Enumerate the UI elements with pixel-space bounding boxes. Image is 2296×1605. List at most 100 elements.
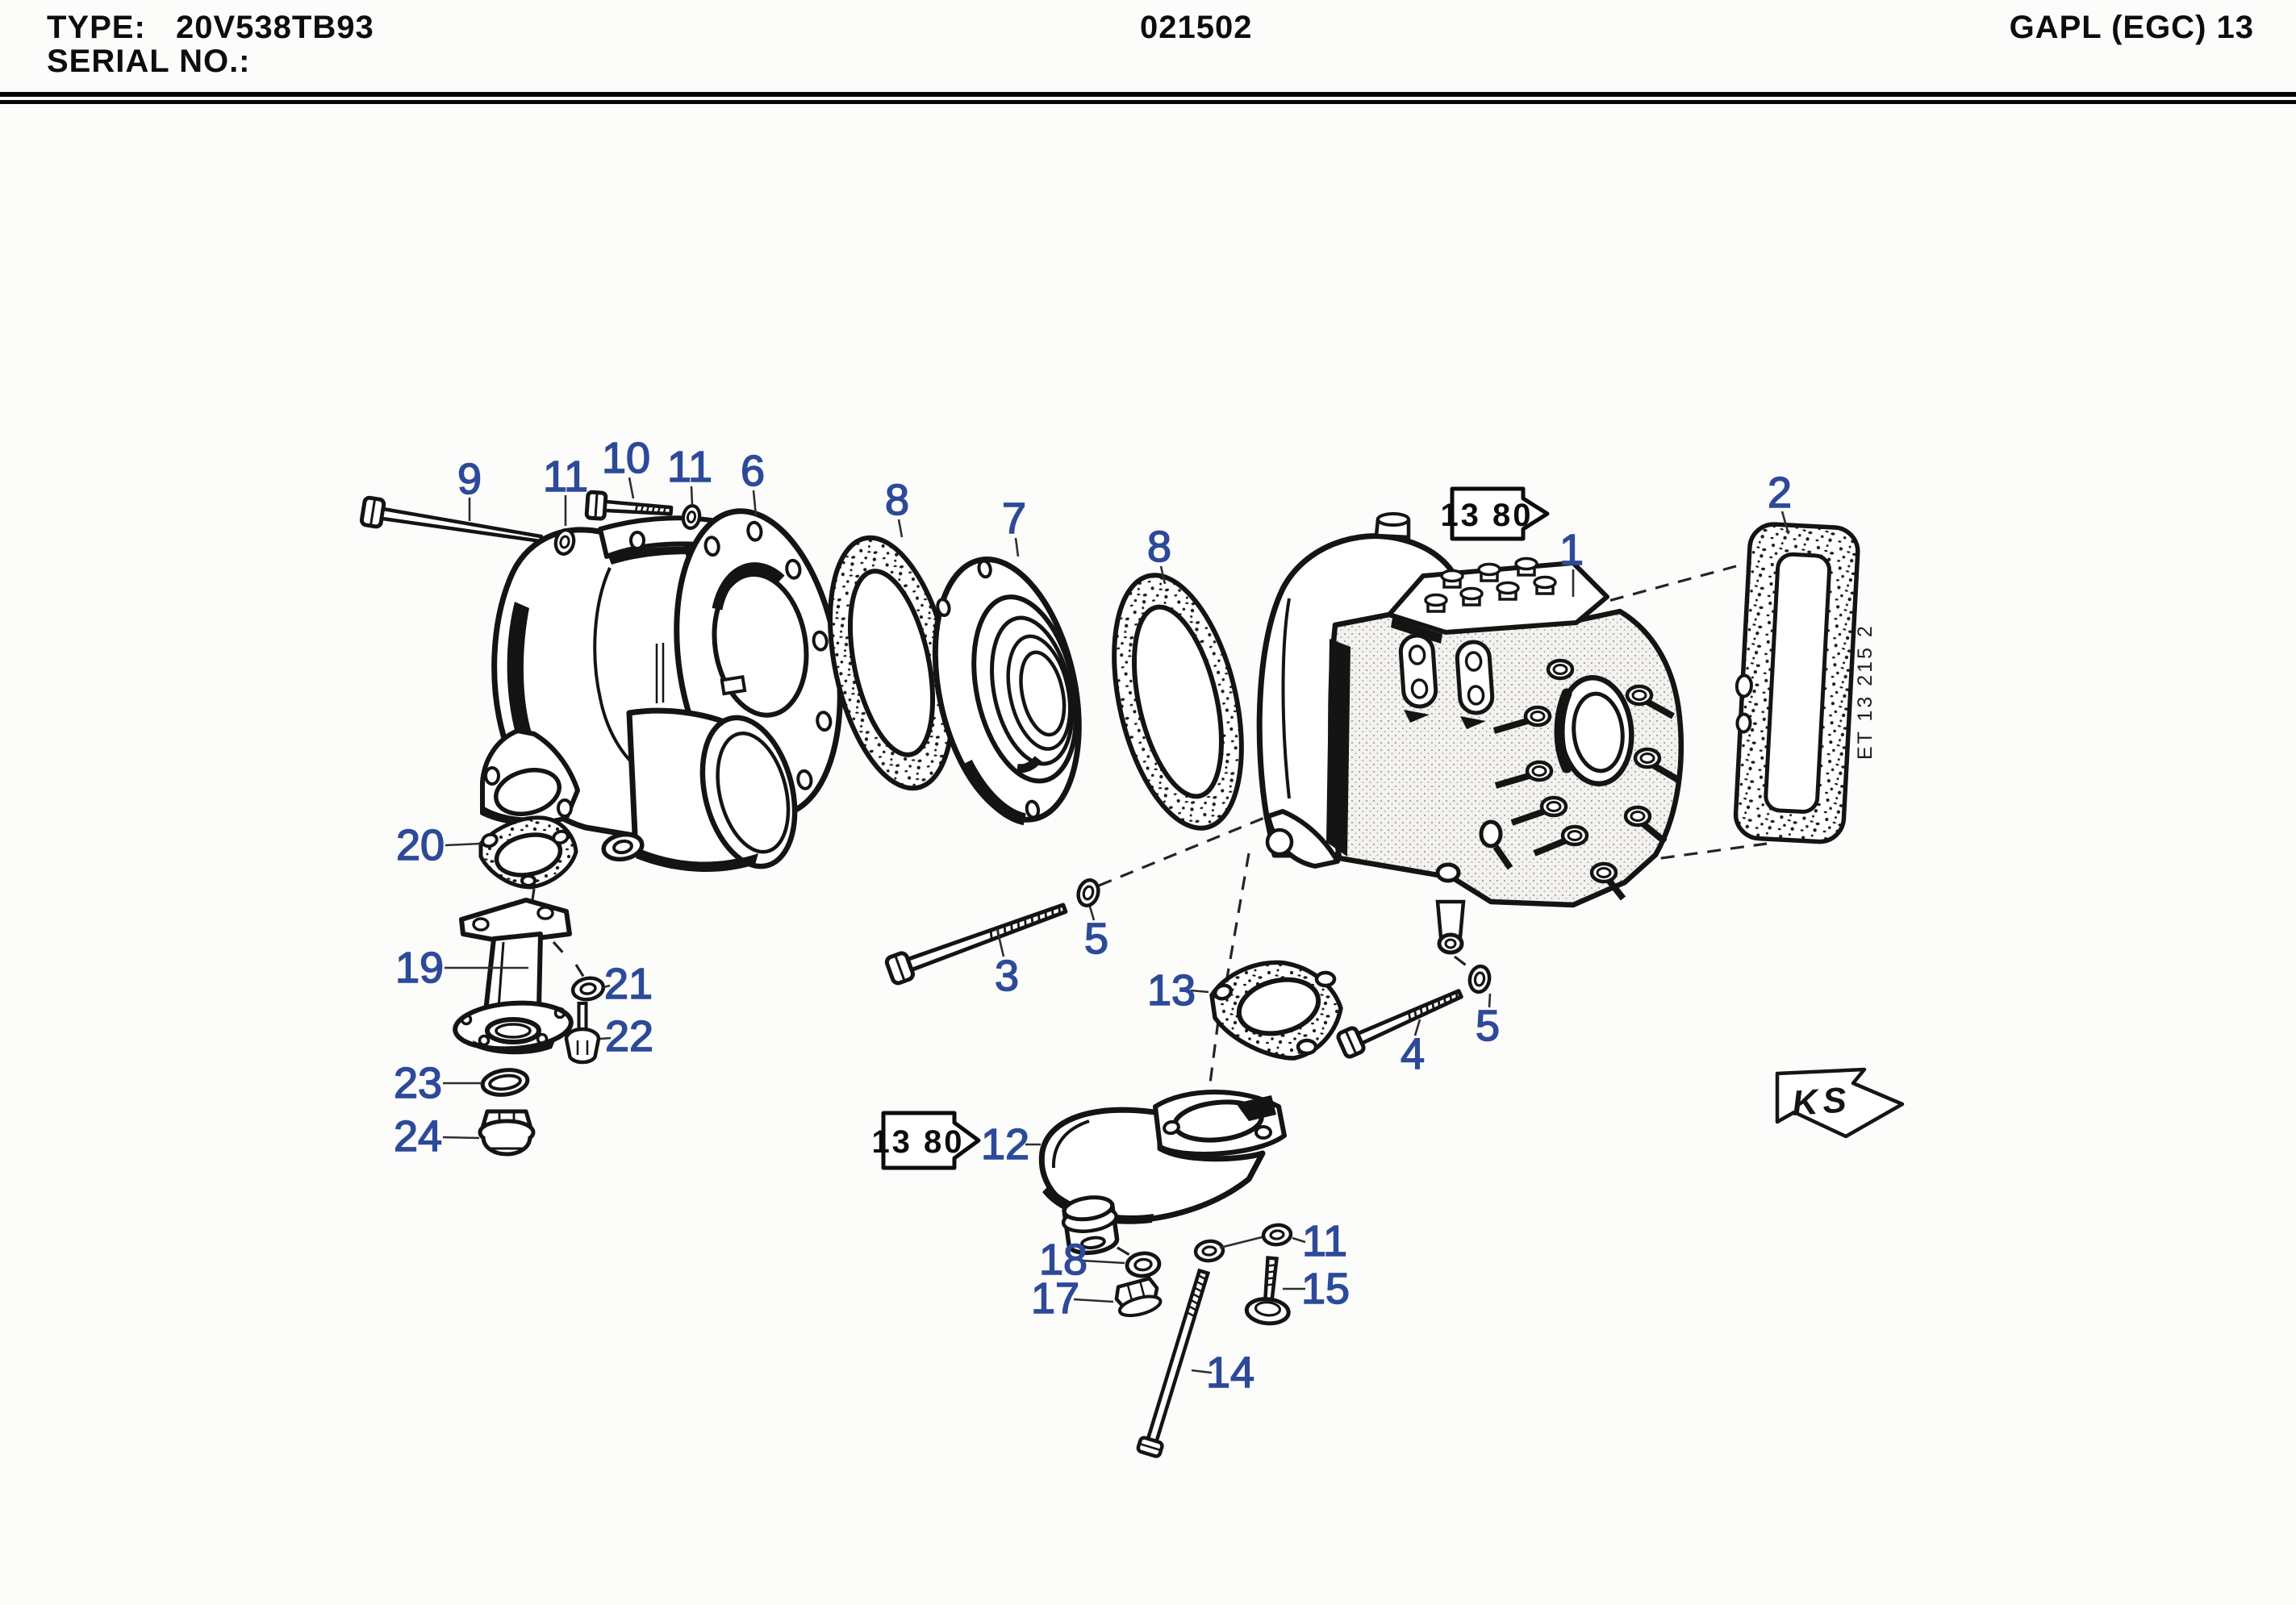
- header-divider: [0, 92, 2296, 104]
- callout-leader-21: [603, 984, 611, 989]
- part-nut-21: [570, 976, 606, 1002]
- part-washer-18: [1125, 1251, 1162, 1278]
- callout-5: 5: [1084, 915, 1108, 963]
- callout-20: 20: [396, 821, 445, 869]
- housing-1-front-arm: [1265, 809, 1340, 869]
- callout-1: 1: [1559, 526, 1584, 574]
- ref-arrow-bottom-label: 13 80: [871, 1124, 964, 1160]
- callout-21: 21: [604, 960, 653, 1008]
- callout-leader-8: [1159, 565, 1167, 585]
- callout-5: 5: [1476, 1002, 1500, 1050]
- callout-11: 11: [667, 443, 712, 491]
- part-bolt-3: [884, 903, 1068, 986]
- part-bolt-10: [584, 490, 674, 521]
- serial-label: SERIAL NO.:: [47, 44, 251, 79]
- callout-8: 8: [885, 476, 909, 524]
- stud-nuts: [1424, 557, 1557, 613]
- callout-leader-2: [1780, 511, 1790, 535]
- callout-leader-5: [1488, 993, 1492, 1008]
- callout-leader-3: [996, 928, 1005, 957]
- part-gasket-2: [1733, 522, 1860, 844]
- part-gasket-13: [1209, 960, 1343, 1061]
- callout-leader-4: [1413, 1019, 1421, 1036]
- part-seal-ring-23: [480, 1068, 530, 1097]
- part-bolt-14: [1136, 1268, 1211, 1458]
- callout-3: 3: [995, 952, 1019, 1000]
- ref-arrow-1380-bottom: 13 80: [871, 1111, 981, 1170]
- callout-6: 6: [741, 447, 765, 495]
- callout-leader-5: [1088, 906, 1096, 921]
- housing-1-bolt-lugs: [1398, 633, 1495, 729]
- page-code: 021502: [1140, 10, 1253, 45]
- callout-leader-10: [628, 477, 635, 499]
- type-label: TYPE:: [47, 10, 146, 45]
- callout-11: 11: [543, 452, 588, 501]
- part-flange-7: [932, 557, 1082, 826]
- housing-6-drain-boss: [601, 832, 645, 862]
- elbow-12-spigot: [1061, 1195, 1120, 1256]
- callout-22: 22: [605, 1012, 653, 1061]
- part-plug-17: [1114, 1276, 1163, 1318]
- callout-leader-14: [1191, 1369, 1213, 1374]
- type-value: 20V538TB93: [176, 10, 374, 45]
- ks-logo: KS: [1775, 1067, 1905, 1139]
- callout-leader-11: [1292, 1236, 1306, 1244]
- callout-23: 23: [394, 1059, 442, 1107]
- callout-leader-7: [1014, 537, 1020, 557]
- callout-leader-24: [442, 1136, 480, 1140]
- callout-leader-17: [1073, 1298, 1114, 1303]
- part-bolt-4: [1336, 989, 1463, 1059]
- gasket-part-stamp: ET 13 215 2: [1854, 623, 1876, 760]
- callout-13: 13: [1147, 966, 1196, 1015]
- part-washer-11-b: [681, 504, 702, 530]
- callout-14: 14: [1206, 1349, 1254, 1397]
- part-washer-5-b: [1467, 964, 1492, 994]
- callout-15: 15: [1301, 1265, 1350, 1313]
- flange-hex-bolts: [1492, 658, 1682, 901]
- callout-19: 19: [395, 944, 444, 992]
- part-housing-1: [1256, 512, 1684, 955]
- callout-leader-11: [690, 486, 694, 506]
- housing-1-right-face: [1492, 658, 1682, 901]
- housing-1-bottom-lugs: [1435, 819, 1513, 955]
- housing-6-outlet-cylinder: [626, 707, 798, 873]
- group-code: GAPL (EGC) 13: [2009, 10, 2254, 45]
- callout-12: 12: [981, 1120, 1029, 1169]
- part-washer-11-a: [553, 528, 576, 556]
- part-washer-11-c2: [1261, 1223, 1293, 1247]
- callout-2: 2: [1768, 469, 1792, 517]
- ref-arrow-top-label: 13 80: [1440, 498, 1533, 533]
- callout-leader-18: [1081, 1259, 1125, 1265]
- callout-leader-13: [1190, 989, 1209, 994]
- callout-8: 8: [1147, 523, 1171, 571]
- ref-arrow-1380-top: 13 80: [1440, 486, 1550, 541]
- callout-24: 24: [394, 1112, 442, 1161]
- callout-4: 4: [1401, 1030, 1425, 1078]
- part-washer-11-c1: [1193, 1239, 1225, 1263]
- callout-10: 10: [602, 434, 650, 482]
- part-bolt-9: [359, 495, 544, 544]
- part-bolt-22: [564, 1002, 601, 1065]
- part-elbow-12: [1038, 1090, 1287, 1256]
- callout-leader-20: [445, 842, 482, 847]
- callout-18: 18: [1039, 1236, 1087, 1284]
- part-gasket-20: [478, 815, 578, 890]
- neck-bolt-hole: [629, 531, 645, 550]
- part-spacer-19: [453, 898, 574, 1055]
- callout-leader-8: [897, 519, 904, 538]
- callout-9: 9: [457, 455, 482, 503]
- part-gasket-8-right: [1112, 573, 1244, 831]
- washer-link-line: [1219, 1235, 1266, 1249]
- housing-6-outlet-flange: [480, 728, 580, 826]
- part-plug-24: [478, 1109, 536, 1157]
- part-housing-6: [480, 508, 843, 873]
- callout-7: 7: [1002, 494, 1026, 543]
- callout-11: 11: [1302, 1217, 1347, 1265]
- ks-logo-text: KS: [1791, 1080, 1852, 1124]
- part-bolt-15: [1244, 1256, 1291, 1326]
- part-washer-5-a: [1076, 878, 1100, 907]
- callout-17: 17: [1031, 1274, 1079, 1323]
